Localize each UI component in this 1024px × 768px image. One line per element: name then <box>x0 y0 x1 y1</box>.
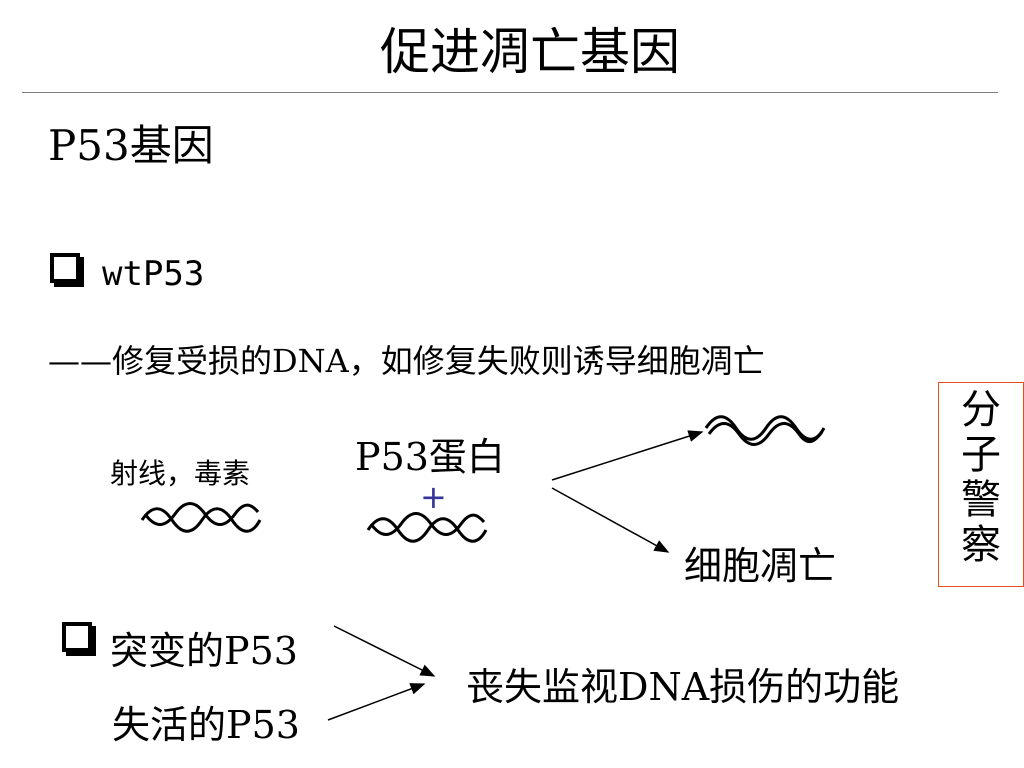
arrow-inactive <box>327 683 426 721</box>
bullet-mutant-p53: 突变的P53 <box>110 629 298 673</box>
radiation-toxin-label: 射线，毒素 <box>110 457 251 490</box>
apoptosis-label: 细胞凋亡 <box>684 544 837 588</box>
wtp53-description: ——修复受损的DNA，如修复失败则诱导细胞凋亡 <box>48 342 765 380</box>
dna-strand-icon <box>366 512 488 543</box>
arrow-to-apoptosis <box>551 487 670 553</box>
bullet-wtp53: wtP53 <box>102 254 205 294</box>
plus-sign: + <box>420 478 447 516</box>
dna-strand-icon <box>140 502 262 533</box>
p53-protein-label: P53蛋白 <box>355 435 505 479</box>
dna-strand-icon <box>704 415 826 446</box>
square-bullet-icon <box>50 253 80 283</box>
loss-of-surveillance-label: 丧失监视DNA损伤的功能 <box>466 665 900 709</box>
slide-subtitle: P53基因 <box>48 121 214 170</box>
arrow-to-repair <box>551 430 704 481</box>
slide-title: 促进凋亡基因 <box>380 23 680 81</box>
bullet-inactive-p53: 失活的P53 <box>112 703 300 747</box>
molecular-police-label: 分子警察 <box>961 387 1001 568</box>
square-bullet-icon <box>62 622 92 652</box>
arrow-mutant <box>333 625 436 677</box>
title-divider <box>22 92 998 93</box>
